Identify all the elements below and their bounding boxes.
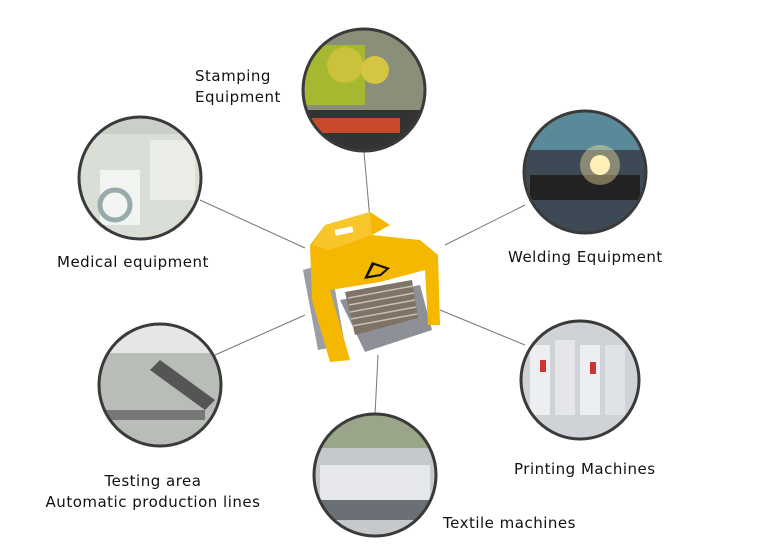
printing-machines-image xyxy=(519,319,641,441)
connector-stamping xyxy=(363,151,371,221)
foot-pedal-image xyxy=(303,212,440,362)
connector-testing xyxy=(214,314,306,356)
medical-equipment-image xyxy=(77,115,203,241)
connector-welding xyxy=(444,204,526,246)
connector-lines xyxy=(199,151,526,416)
label-medical-equipment: Medical equipment xyxy=(57,253,209,271)
textile-machines-image xyxy=(312,412,438,538)
label-testing-area: Testing area Automatic production lines xyxy=(40,471,266,513)
connector-printing xyxy=(439,309,526,346)
label-welding-equipment: Welding Equipment xyxy=(508,248,663,266)
label-line: Testing area xyxy=(104,472,202,490)
connector-textile xyxy=(374,354,379,416)
label-line: Stamping xyxy=(195,67,271,85)
label-line: Automatic production lines xyxy=(45,493,261,511)
label-printing-machines: Printing Machines xyxy=(514,460,656,478)
stamping-equipment-image xyxy=(301,27,427,153)
welding-equipment-image xyxy=(522,109,648,235)
label-line: Equipment xyxy=(195,88,281,106)
label-stamping-equipment: Stamping Equipment xyxy=(195,66,281,108)
label-textile-machines: Textile machines xyxy=(443,514,576,532)
testing-area-image xyxy=(97,322,223,448)
connector-medical xyxy=(199,199,306,249)
